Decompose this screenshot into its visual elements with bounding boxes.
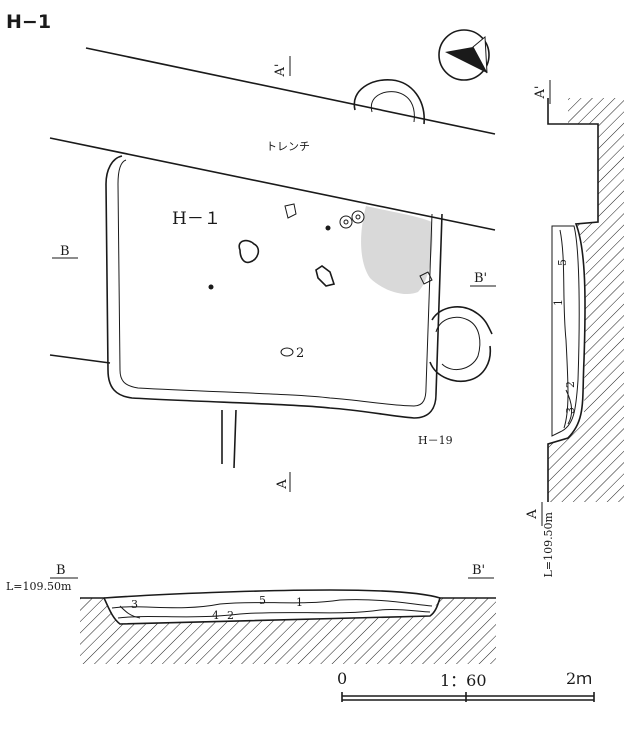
section-aa-layer-line-1 (559, 229, 569, 429)
scale-start: 0 (337, 669, 347, 688)
section-bb-layer-3 (119, 605, 141, 619)
svg-text:2: 2 (564, 381, 577, 388)
posthole-tail (221, 409, 237, 469)
svg-text:5: 5 (556, 259, 569, 266)
svg-text:B: B (60, 244, 70, 259)
north-arrow-icon (438, 29, 490, 81)
section-bb: B L=109.50m B' 3 4 2 5 1 (6, 563, 496, 664)
pit-lower-right (431, 306, 493, 335)
plan-view: 2 トレンチ H－１ H－19 A' A B B' (49, 29, 496, 492)
section-aa-elevation: L=109.50m (542, 511, 555, 577)
section-bb-surface (103, 589, 441, 599)
section-aa-soil-hatch (548, 98, 624, 502)
artifact-stone-1 (284, 203, 297, 219)
artifact-2 (280, 347, 294, 357)
section-bb-elevation: L=109.50m (6, 580, 72, 593)
artifact-ring-a-inner (343, 219, 349, 225)
artifact-ring-a (339, 215, 353, 229)
dwelling-outline-outer (105, 155, 443, 419)
neighbor-label: H－19 (418, 434, 453, 447)
scale-bar: 0 1：60 2ｍ (337, 669, 595, 702)
section-aa-ground (547, 98, 599, 502)
figure-title: H−1 (6, 11, 51, 33)
svg-text:1: 1 (552, 299, 565, 306)
artifact-stone-3 (315, 265, 336, 287)
section-aa-top-label: A' (533, 86, 548, 100)
svg-text:1: 1 (296, 596, 303, 609)
trench-edge-upper (85, 47, 496, 135)
section-aa-bottom-label: A (525, 509, 540, 520)
svg-text:3: 3 (131, 598, 138, 611)
section-aa-fill-outline (551, 225, 580, 437)
dwelling-outline-inner (117, 159, 433, 407)
section-aa-layer-line-2 (565, 389, 573, 425)
feature-label: H－１ (172, 209, 221, 229)
section-bb-ground (80, 597, 496, 625)
scale-ratio: 1：60 (440, 671, 487, 690)
section-mark-a: A (275, 472, 291, 492)
section-mark-b-prime: B' (470, 271, 496, 287)
pit-lower-right-2 (429, 345, 492, 382)
artifact-stone-4 (419, 271, 433, 285)
artifact-stone-2 (238, 239, 260, 264)
pit-upper-right-inner (370, 91, 415, 123)
section-bb-left-label: B (56, 563, 66, 578)
trench-label: トレンチ (266, 140, 310, 153)
pit-lower-right-inner (435, 316, 481, 371)
section-bb-layer-1 (111, 599, 433, 609)
svg-text:2: 2 (227, 609, 234, 622)
artifact-ring-b-inner (355, 214, 361, 220)
svg-text:5: 5 (259, 594, 266, 607)
post-dot-2 (208, 284, 214, 290)
trench-edge-lower (49, 137, 496, 231)
svg-text:A: A (275, 479, 290, 490)
section-aa: A' 5 1 2 3 A L=109.50m (525, 80, 624, 577)
section-bb-soil-hatch (80, 598, 496, 664)
svg-text:3: 3 (564, 407, 577, 414)
artifact-ring-b (351, 210, 365, 224)
svg-text:B': B' (474, 271, 487, 286)
scale-end: 2ｍ (566, 669, 592, 688)
artifact-2-number: 2 (296, 346, 304, 361)
trench-edge-left-lower (49, 354, 111, 364)
post-dot-1 (325, 225, 331, 231)
svg-text:4: 4 (212, 609, 219, 622)
shaded-area (361, 206, 433, 295)
section-mark-a-prime: A' (273, 56, 291, 78)
pit-upper-right (353, 79, 425, 125)
section-bb-layer-2 (117, 608, 431, 619)
section-mark-b: B (52, 244, 78, 259)
section-bb-right-label: B' (472, 563, 485, 578)
svg-text:A': A' (273, 64, 288, 78)
